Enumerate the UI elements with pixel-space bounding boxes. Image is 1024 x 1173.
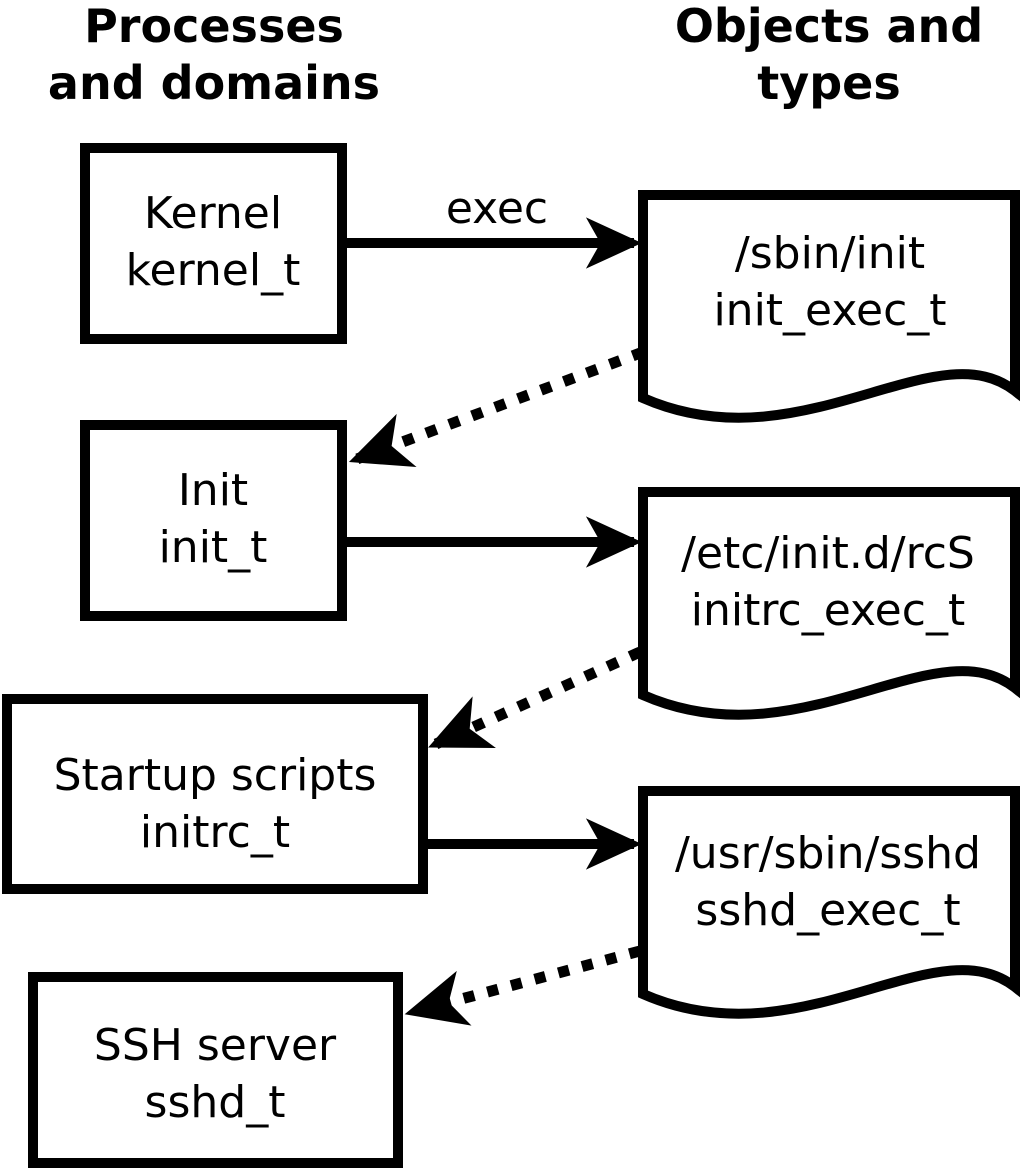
process-init-name: Init (178, 465, 248, 516)
process-startup-name: Startup scripts (54, 750, 377, 801)
document-shape-sbin-init (638, 190, 1020, 423)
object-sshd-path: /usr/sbin/sshd (675, 828, 981, 879)
document-shape-etc-initd-rcs (638, 487, 1020, 720)
process-ssh-type: sshd_t (145, 1077, 286, 1128)
object-sbin-init-path: /sbin/init (735, 228, 925, 279)
process-box-startup-scripts (2, 694, 428, 894)
process-box-ssh-server (28, 972, 403, 1168)
process-kernel-name: Kernel (144, 188, 282, 239)
process-box-init (80, 420, 347, 621)
object-rcs-path: /etc/init.d/rcS (681, 528, 975, 579)
process-ssh-name: SSH server (94, 1020, 337, 1071)
process-box-kernel (80, 143, 347, 344)
exec-arrow-label: exec (446, 183, 548, 234)
transition-arrow-initrc-exec-to-startup (428, 646, 643, 750)
transition-arrow-init-exec-to-init (348, 346, 645, 467)
transition-arrow-sshd-exec-to-ssh (404, 945, 642, 1026)
object-sshd-type: sshd_exec_t (695, 885, 960, 936)
column-header-objects-line1: Objects and (675, 0, 983, 53)
column-header-processes-line1: Processes (84, 0, 344, 53)
process-kernel-type: kernel_t (126, 245, 301, 296)
object-rcs-type: initrc_exec_t (691, 585, 965, 636)
process-init-type: init_t (159, 522, 268, 573)
process-startup-type: initrc_t (140, 807, 290, 858)
column-header-objects-line2: types (757, 56, 900, 110)
object-sbin-init-type: init_exec_t (713, 285, 946, 336)
document-shape-usr-sbin-sshd (638, 786, 1020, 1019)
column-header-processes-line2: and domains (48, 56, 380, 110)
